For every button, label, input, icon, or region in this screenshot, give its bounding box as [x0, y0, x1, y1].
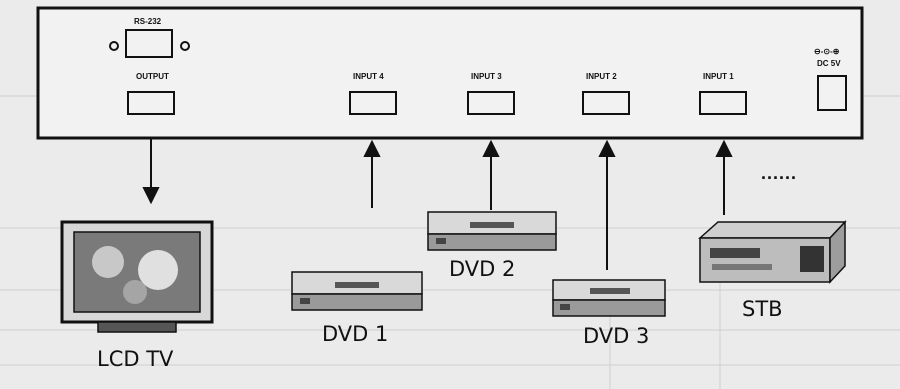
arrow-dvd3-to-input2 [598, 139, 616, 157]
more-sources-ellipsis: ...... [761, 163, 798, 183]
arrow-dvd2-to-input3 [482, 139, 500, 157]
input-4-label: INPUT 4 [353, 72, 384, 81]
output-label: OUTPUT [136, 72, 169, 81]
output-port [127, 91, 175, 115]
dc-polarity-symbol: ⊖-⊙-⊕ [814, 47, 840, 56]
input-2-label: INPUT 2 [586, 72, 617, 81]
arrow-output-to-tv [142, 187, 160, 205]
switcher-rear-panel [36, 6, 864, 140]
dvd1-player-icon [291, 271, 423, 311]
dc-power-port [817, 75, 847, 111]
input-1-label: INPUT 1 [703, 72, 734, 81]
dvd3-player-icon [552, 279, 666, 317]
dvd2-player-icon [427, 211, 557, 251]
rs232-screw-left [109, 41, 119, 51]
dc-5v-label: DC 5V [817, 59, 841, 68]
signal-arrows [142, 138, 733, 270]
input-1-port [699, 91, 747, 115]
input-3-port [467, 91, 515, 115]
input-4-port [349, 91, 397, 115]
lcd-tv-icon [60, 220, 214, 333]
dvd2-label: DVD 2 [449, 257, 516, 281]
stb-label: STB [742, 297, 783, 321]
rs232-screw-right [180, 41, 190, 51]
stb-box-icon [698, 220, 847, 284]
rs232-port [125, 29, 173, 58]
dvd1-label: DVD 1 [322, 322, 389, 346]
arrow-stb-to-input1 [715, 139, 733, 157]
input-2-port [582, 91, 630, 115]
rs232-label: RS-232 [134, 17, 162, 26]
dvd3-label: DVD 3 [583, 324, 650, 348]
lcd-tv-label: LCD TV [97, 347, 174, 371]
arrow-dvd1-to-input4 [363, 139, 381, 157]
input-3-label: INPUT 3 [471, 72, 502, 81]
